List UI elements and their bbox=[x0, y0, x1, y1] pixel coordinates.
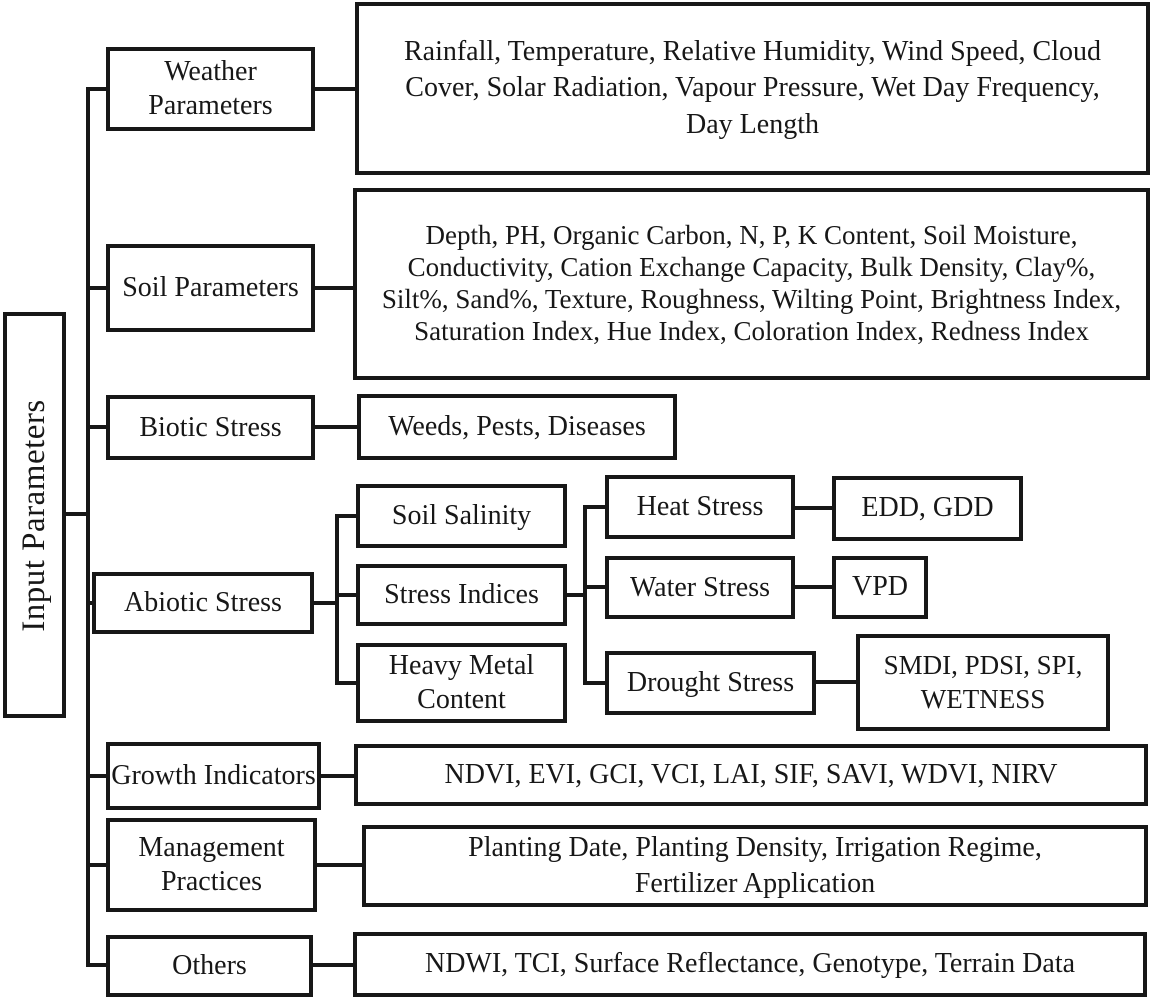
abiotic-stress-label: Abiotic Stress bbox=[124, 587, 282, 619]
connector-weather-right bbox=[315, 87, 355, 91]
connector-mgmt-right bbox=[317, 863, 362, 867]
heavy-metal-content-box: Heavy Metal Content bbox=[356, 643, 567, 723]
connector-abiotic-right bbox=[314, 601, 335, 605]
connector-soil-left bbox=[90, 286, 106, 290]
connector-biotic-left bbox=[90, 425, 106, 429]
others-label: Others bbox=[172, 950, 247, 982]
soil-salinity-box: Soil Salinity bbox=[356, 484, 567, 548]
water-stress-box: Water Stress bbox=[605, 556, 795, 619]
drought-items-text: SMDI, PDSI, SPI, WETNESS bbox=[883, 649, 1083, 714]
heat-items-text: EDD, GDD bbox=[861, 492, 994, 524]
growth-items-box: NDVI, EVI, GCI, VCI, LAI, SIF, SAVI, WDV… bbox=[354, 744, 1148, 806]
input-parameters-label: Input Parameters bbox=[16, 398, 53, 632]
connector-indices-left bbox=[339, 593, 356, 597]
stress-sub-spine bbox=[583, 505, 587, 685]
weather-items-text: Rainfall, Temperature, Relative Humidity… bbox=[403, 35, 1102, 140]
soil-parameters-box: Soil Parameters bbox=[106, 244, 315, 332]
growth-indicators-box: Growth Indicators bbox=[106, 742, 321, 810]
others-items-box: NDWI, TCI, Surface Reflectance, Genotype… bbox=[353, 932, 1147, 997]
connector-others-right bbox=[313, 963, 353, 967]
tree-spine bbox=[86, 87, 90, 967]
biotic-stress-label: Biotic Stress bbox=[139, 411, 282, 443]
growth-indicators-label: Growth Indicators bbox=[111, 760, 316, 792]
heat-items-box: EDD, GDD bbox=[832, 476, 1023, 541]
connector-water-left bbox=[587, 585, 605, 589]
management-practices-box: Management Practices bbox=[106, 818, 317, 912]
connector-growth-left bbox=[90, 774, 106, 778]
heat-stress-box: Heat Stress bbox=[605, 475, 795, 539]
connector-mgmt-left bbox=[90, 863, 106, 867]
connector-drought-right bbox=[816, 680, 856, 684]
heavy-metal-content-label: Heavy Metal Content bbox=[388, 650, 535, 715]
biotic-items-text: Weeds, Pests, Diseases bbox=[388, 410, 646, 442]
abiotic-sub-spine bbox=[335, 514, 339, 685]
soil-salinity-label: Soil Salinity bbox=[391, 500, 532, 532]
weather-parameters-box: Weather Parameters bbox=[106, 47, 315, 131]
connector-biotic-right bbox=[315, 425, 357, 429]
connector-heat-right bbox=[795, 506, 832, 510]
connector-heat-left bbox=[587, 505, 605, 509]
others-items-text: NDWI, TCI, Surface Reflectance, Genotype… bbox=[424, 948, 1076, 980]
management-items-box: Planting Date, Planting Density, Irrigat… bbox=[362, 825, 1148, 907]
connector-drought-left bbox=[587, 681, 605, 685]
connector-root bbox=[65, 512, 86, 516]
water-items-text: VPD bbox=[851, 571, 908, 603]
drought-stress-box: Drought Stress bbox=[605, 651, 816, 715]
connector-heavy-metal bbox=[339, 681, 356, 685]
growth-items-text: NDVI, EVI, GCI, VCI, LAI, SIF, SAVI, WDV… bbox=[444, 758, 1058, 790]
connector-salinity bbox=[339, 514, 356, 518]
stress-indices-label: Stress Indices bbox=[384, 579, 539, 611]
connector-water-right bbox=[795, 585, 832, 589]
weather-parameters-label: Weather Parameters bbox=[148, 56, 273, 121]
connector-soil-right bbox=[315, 286, 353, 290]
management-items-text: Planting Date, Planting Density, Irrigat… bbox=[468, 831, 1042, 899]
biotic-items-box: Weeds, Pests, Diseases bbox=[357, 394, 677, 460]
heat-stress-label: Heat Stress bbox=[636, 491, 764, 523]
stress-indices-box: Stress Indices bbox=[356, 564, 567, 626]
soil-items-text: Depth, PH, Organic Carbon, N, P, K Conte… bbox=[381, 220, 1122, 346]
input-parameters-box: Input Parameters bbox=[3, 312, 66, 718]
water-items-box: VPD bbox=[832, 556, 928, 619]
drought-stress-label: Drought Stress bbox=[626, 667, 795, 699]
weather-items-box: Rainfall, Temperature, Relative Humidity… bbox=[355, 2, 1150, 175]
connector-weather-left bbox=[90, 87, 106, 91]
water-stress-label: Water Stress bbox=[629, 571, 771, 603]
others-box: Others bbox=[106, 935, 313, 997]
biotic-stress-box: Biotic Stress bbox=[106, 395, 315, 460]
drought-items-box: SMDI, PDSI, SPI, WETNESS bbox=[856, 634, 1110, 731]
connector-others-left bbox=[90, 963, 106, 967]
abiotic-stress-box: Abiotic Stress bbox=[92, 572, 314, 634]
soil-items-box: Depth, PH, Organic Carbon, N, P, K Conte… bbox=[353, 188, 1150, 380]
management-practices-label: Management Practices bbox=[138, 832, 285, 897]
connector-indices-right bbox=[567, 593, 583, 597]
soil-parameters-label: Soil Parameters bbox=[122, 272, 299, 304]
connector-growth-right bbox=[321, 774, 354, 778]
